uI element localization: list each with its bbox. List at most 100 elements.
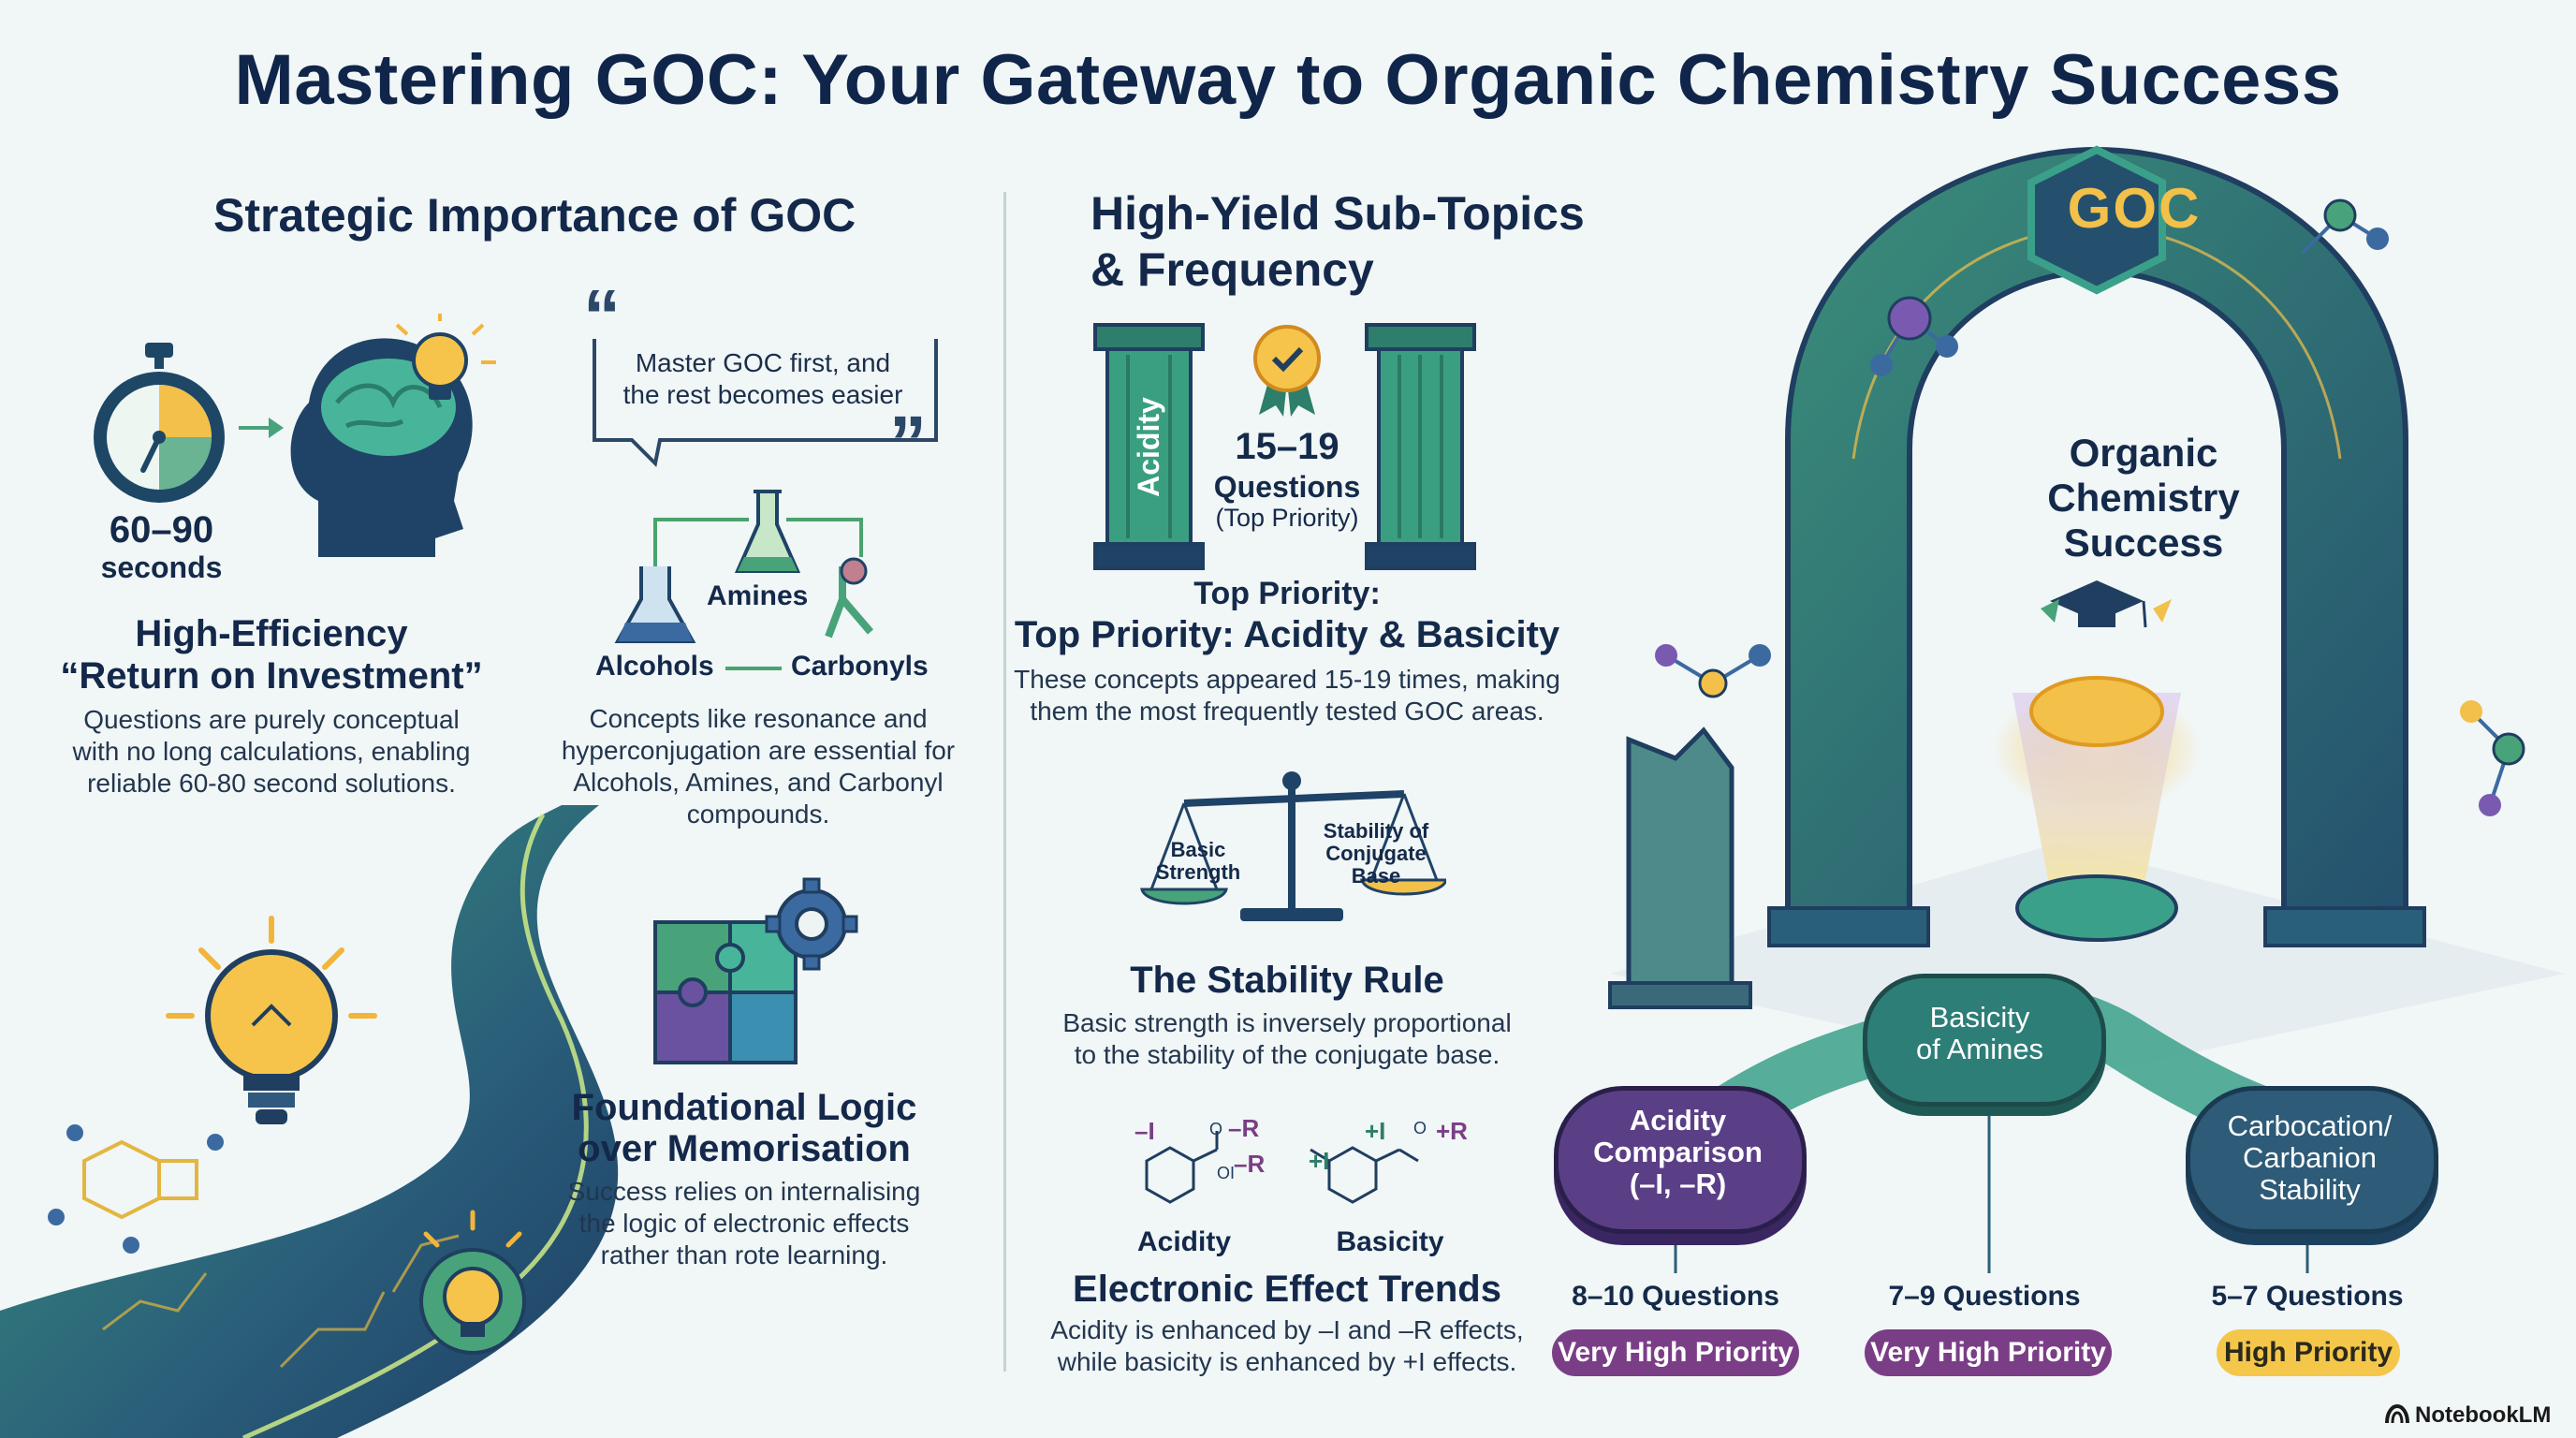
- flask-icon-amines: [734, 490, 801, 573]
- graduation-cap-icon: [2050, 580, 2147, 628]
- node-1-line3: (–I, –R): [1629, 1167, 1727, 1200]
- roi-body-line1: Questions are purely conceptual: [83, 705, 460, 734]
- base-sub-3: +R: [1436, 1117, 1468, 1145]
- puzzle-gear-icon: [653, 877, 858, 1064]
- roi-body-line3: reliable 60-80 second solutions.: [87, 769, 456, 798]
- node-acidity-comparison: [1554, 1086, 1807, 1234]
- logic-body-line1: Success relies on internalising: [567, 1177, 921, 1206]
- node-2-line1: Basicity: [1929, 1001, 2030, 1034]
- roi-body-line2: with no long calculations, enabling: [72, 737, 471, 766]
- acid-sub-3: –R: [1234, 1150, 1266, 1178]
- node-1-questions: 8–10 Questions: [1572, 1281, 1779, 1312]
- concepts-body-line3: Alcohols, Amines, and Carbonyl: [573, 768, 944, 797]
- section-heading-highyield-line2: & Frequency: [1090, 243, 1374, 296]
- concepts-body-line1: Concepts like resonance and: [589, 704, 928, 733]
- success-line1: Organic: [2069, 431, 2218, 475]
- pillar-left-icon: [1093, 323, 1205, 570]
- node-3-line1: Carbocation/: [2227, 1109, 2393, 1142]
- brain-head-icon: [290, 314, 496, 557]
- trend-body-line2: while basicity is enhanced by +I effects…: [1057, 1347, 1517, 1376]
- basicity-label: Basicity: [1336, 1226, 1444, 1257]
- scale-left-label-line1: Basic: [1170, 838, 1226, 861]
- logic-title-line2: over Memorisation: [578, 1128, 911, 1169]
- amines-label: Amines: [707, 580, 809, 611]
- benzene-base-icon: [1310, 1146, 1419, 1204]
- lightbulb-gear-icon: [419, 1210, 526, 1355]
- goc-badge-text: GOC: [2067, 177, 2202, 240]
- stopwatch-icon: [94, 343, 225, 503]
- node-2-questions: 7–9 Questions: [1888, 1281, 2081, 1312]
- base-o-label: O: [1413, 1119, 1427, 1137]
- brand-label: NotebookLM: [2415, 1402, 2552, 1428]
- arrow-head-icon: [269, 418, 284, 438]
- acid-o-label: O: [1209, 1120, 1223, 1138]
- top-priority-title: Top Priority: Acidity & Basicity: [1014, 614, 1560, 655]
- quote-bubble: “ ”: [583, 290, 938, 468]
- scale-right-label-line2: Conjugate: [1325, 842, 1427, 865]
- award-badge-icon: [1253, 325, 1321, 417]
- lightbulb-icon: [395, 314, 496, 400]
- question-count-unit: Questions: [1213, 470, 1361, 504]
- timer-unit: seconds: [100, 550, 223, 584]
- benzene-acid-icon: [1145, 1131, 1219, 1204]
- molecule-icon: [82, 1139, 198, 1220]
- pillar-right-icon: [1365, 323, 1476, 570]
- logic-title-line1: Foundational Logic: [571, 1087, 917, 1128]
- top-priority-body-line1: These concepts appeared 15-19 times, mak…: [1014, 665, 1560, 694]
- scale-right-label-line3: Base: [1351, 864, 1401, 888]
- acidity-label: Acidity: [1136, 1226, 1232, 1257]
- node-basicity-amines: [1863, 974, 2106, 1107]
- node-3-line3: Stability: [2259, 1173, 2361, 1206]
- alcohols-label: Alcohols: [595, 651, 714, 682]
- scale-left-label-line2: Strength: [1155, 860, 1241, 884]
- molecule-icon-carbonyls: [825, 557, 874, 638]
- flask-network: [614, 490, 874, 643]
- carbonyls-label: Carbonyls: [791, 651, 929, 682]
- quote-text-line2: the rest becomes easier: [622, 380, 903, 409]
- balance-scale-icon: [1140, 771, 1446, 921]
- top-priority-body-line2: them the most frequently tested GOC area…: [1030, 697, 1544, 726]
- node-3-line2: Carbanion: [2242, 1141, 2378, 1174]
- concepts-body-line2: hyperconjugation are essential for: [561, 736, 956, 765]
- page-title: Mastering GOC: Your Gateway to Organic C…: [234, 40, 2342, 120]
- node-2-line2: of Amines: [1915, 1033, 2044, 1065]
- stability-rule-title: The Stability Rule: [1130, 960, 1444, 1001]
- node-3-priority-badge: High Priority: [2217, 1329, 2400, 1376]
- node-1-line2: Comparison: [1593, 1136, 1763, 1168]
- lightbulb-large-icon: [166, 916, 377, 1124]
- question-count: 15–19: [1235, 426, 1339, 467]
- node-3-questions: 5–7 Questions: [2211, 1281, 2404, 1312]
- section-heading-highyield-line1: High-Yield Sub-Topics: [1090, 187, 1585, 240]
- stability-rule-body-line2: to the stability of the conjugate base.: [1074, 1040, 1500, 1069]
- roi-title-line2: “Return on Investment”: [60, 655, 483, 697]
- acid-ol-label: OI: [1217, 1164, 1236, 1182]
- node-1-priority-badge: Very High Priority: [1552, 1329, 1799, 1376]
- acid-sub-2: –R: [1228, 1114, 1260, 1142]
- top-priority-small: Top Priority:: [1193, 576, 1381, 611]
- quote-text-line1: Master GOC first, and: [635, 348, 891, 377]
- trend-title: Electronic Effect Trends: [1073, 1269, 1501, 1310]
- arch-illustration: [1608, 145, 2565, 1077]
- pillar-label: Acidity: [1131, 396, 1165, 497]
- concepts-body-line4: compounds.: [686, 800, 830, 829]
- arrow-connector: [239, 426, 276, 430]
- quote-open-icon: “: [583, 290, 621, 358]
- logic-body-line3: rather than rote learning.: [600, 1240, 888, 1269]
- node-2-priority-badge: Very High Priority: [1865, 1329, 2112, 1376]
- success-line3: Success: [2063, 521, 2224, 565]
- molecule-structures: [1145, 1131, 1419, 1204]
- connector-line: [725, 667, 782, 670]
- node-1-line1: Acidity: [1629, 1104, 1727, 1137]
- quote-close-icon: ”: [889, 401, 927, 468]
- flask-icon-alcohols: [614, 566, 696, 643]
- stability-rule-body-line1: Basic strength is inversely proportional: [1062, 1008, 1512, 1037]
- timer-value: 60–90: [109, 509, 214, 550]
- question-count-note: (Top Priority): [1215, 504, 1359, 532]
- success-line2: Chemistry: [2047, 476, 2240, 520]
- logic-body-line2: the logic of electronic effects: [578, 1209, 910, 1238]
- node-carbocation-stability: [2186, 1086, 2438, 1234]
- base-sub-1: +I: [1365, 1117, 1386, 1145]
- notebooklm-logo-icon: [2385, 1404, 2409, 1424]
- base-sub-2: +I: [1309, 1147, 1330, 1175]
- section-heading-strategic: Strategic Importance of GOC: [213, 189, 856, 242]
